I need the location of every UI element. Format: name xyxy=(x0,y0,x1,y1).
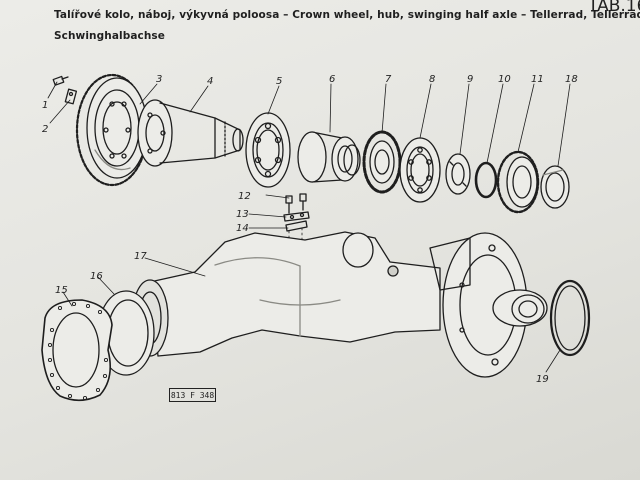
callout-4: 4 xyxy=(207,76,213,87)
page-title-continued: Schwinghalbachse xyxy=(54,30,165,42)
callout-6: 6 xyxy=(329,74,335,85)
part-crown-wheel xyxy=(75,73,149,187)
part-half-axle-housing xyxy=(131,231,441,357)
part-bearing-5 xyxy=(245,112,291,188)
part-axle-flange xyxy=(429,232,548,378)
figure-reference-box: 813 F 348 xyxy=(169,388,216,402)
part-splined-collar xyxy=(496,150,540,214)
leader-lines xyxy=(47,81,571,373)
callout-10: 10 xyxy=(498,74,511,85)
part-o-ring-19 xyxy=(549,279,591,357)
callout-11: 11 xyxy=(531,74,544,85)
part-retaining-ring xyxy=(474,161,498,199)
callout-13: 13 xyxy=(236,209,249,220)
part-gear xyxy=(362,130,402,194)
part-bearing-8 xyxy=(399,137,441,203)
callout-5: 5 xyxy=(276,76,282,87)
callout-18: 18 xyxy=(565,74,578,85)
callout-3: 3 xyxy=(156,74,162,85)
callout-14: 14 xyxy=(236,223,249,234)
callout-16: 16 xyxy=(90,271,103,282)
part-bolt-and-lock-plate xyxy=(52,75,78,105)
part-perforated-band-15 xyxy=(41,299,113,402)
callout-17: 17 xyxy=(134,251,147,262)
callout-19: 19 xyxy=(536,374,549,385)
callout-1: 1 xyxy=(42,100,48,111)
part-seal-ring-18 xyxy=(540,165,570,209)
tab-number-label: TAB.16 xyxy=(588,0,640,16)
callout-8: 8 xyxy=(429,74,435,85)
callout-2: 2 xyxy=(42,124,48,135)
callout-12: 12 xyxy=(238,191,251,202)
callout-9: 9 xyxy=(467,74,473,85)
part-slotted-nut xyxy=(445,153,471,195)
callout-7: 7 xyxy=(385,74,392,85)
part-sleeve xyxy=(297,131,361,183)
callout-15: 15 xyxy=(55,285,68,296)
part-hub xyxy=(137,99,244,167)
page-title: Talířové kolo, náboj, výkyvná poloosa – … xyxy=(54,9,640,21)
